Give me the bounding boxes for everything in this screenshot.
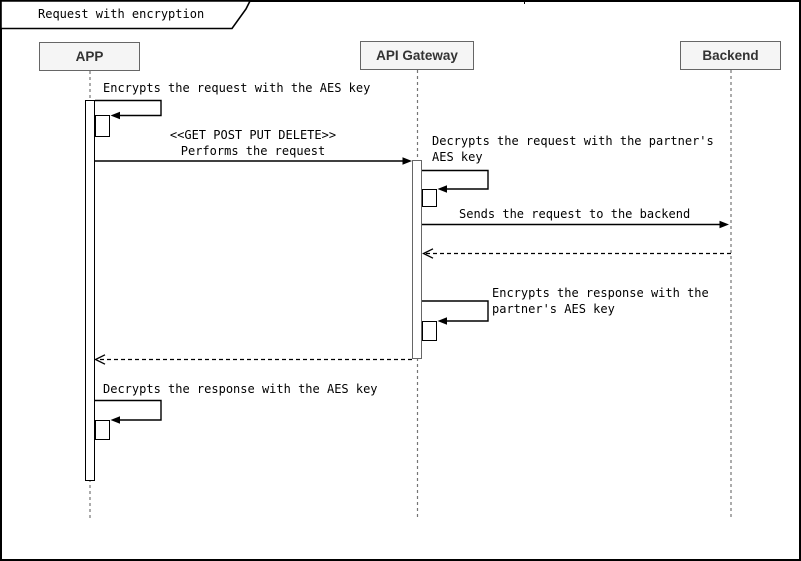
frame-title-tab-shape — [0, 0, 252, 30]
open-arrowhead-backend-to-gateway — [422, 248, 434, 259]
arrowhead-app-encrypt-request — [110, 111, 120, 120]
message-label-encrypt-request: Encrypts the request with the AES key — [103, 81, 371, 95]
message-label-performs-request: <<GET POST PUT DELETE>> Performs the req… — [169, 128, 337, 158]
message-label-encrypt-response: Encrypts the response with the partner's… — [492, 286, 709, 316]
self-activation-app-encrypt-request — [95, 115, 110, 137]
arrowhead-send-to-backend — [719, 220, 729, 229]
self-message-line-app-decrypt-response — [95, 399, 162, 421]
self-activation-gateway-encrypt-response — [422, 321, 437, 341]
arrowhead-performs-request — [402, 157, 412, 165]
self-activation-app-decrypt-response — [95, 420, 110, 440]
self-message-line-gateway-decrypt-request — [422, 169, 489, 190]
diagram-title: Request with encryption — [38, 7, 205, 21]
self-message-line-gateway-encrypt-response — [422, 300, 489, 322]
open-arrowhead-gateway-to-app — [94, 354, 106, 365]
message-label-send-to-backend: Sends the request to the backend — [459, 207, 691, 221]
arrowhead-gateway-encrypt-response — [437, 317, 447, 325]
message-label-decrypt-response: Decrypts the response with the AES key — [103, 382, 378, 396]
participant-gateway-label: API Gateway — [376, 48, 458, 63]
frame-title-tab — [0, 0, 252, 30]
participant-app-label: APP — [75, 49, 104, 64]
self-message-line-app-encrypt-request — [95, 99, 162, 117]
participant-backend: Backend — [680, 41, 781, 70]
self-activation-gateway-decrypt-request — [422, 189, 437, 207]
participant-app: APP — [39, 42, 140, 71]
activation-app — [85, 100, 95, 481]
activation-gateway — [412, 160, 422, 359]
message-label-decrypt-request: Decrypts the request with the partner's … — [432, 134, 714, 164]
participant-backend-label: Backend — [702, 48, 759, 63]
page-boundary-tick — [524, 0, 525, 4]
arrowhead-gateway-decrypt-request — [437, 185, 447, 193]
participant-gateway: API Gateway — [360, 41, 474, 70]
arrowhead-app-decrypt-response — [110, 416, 120, 424]
